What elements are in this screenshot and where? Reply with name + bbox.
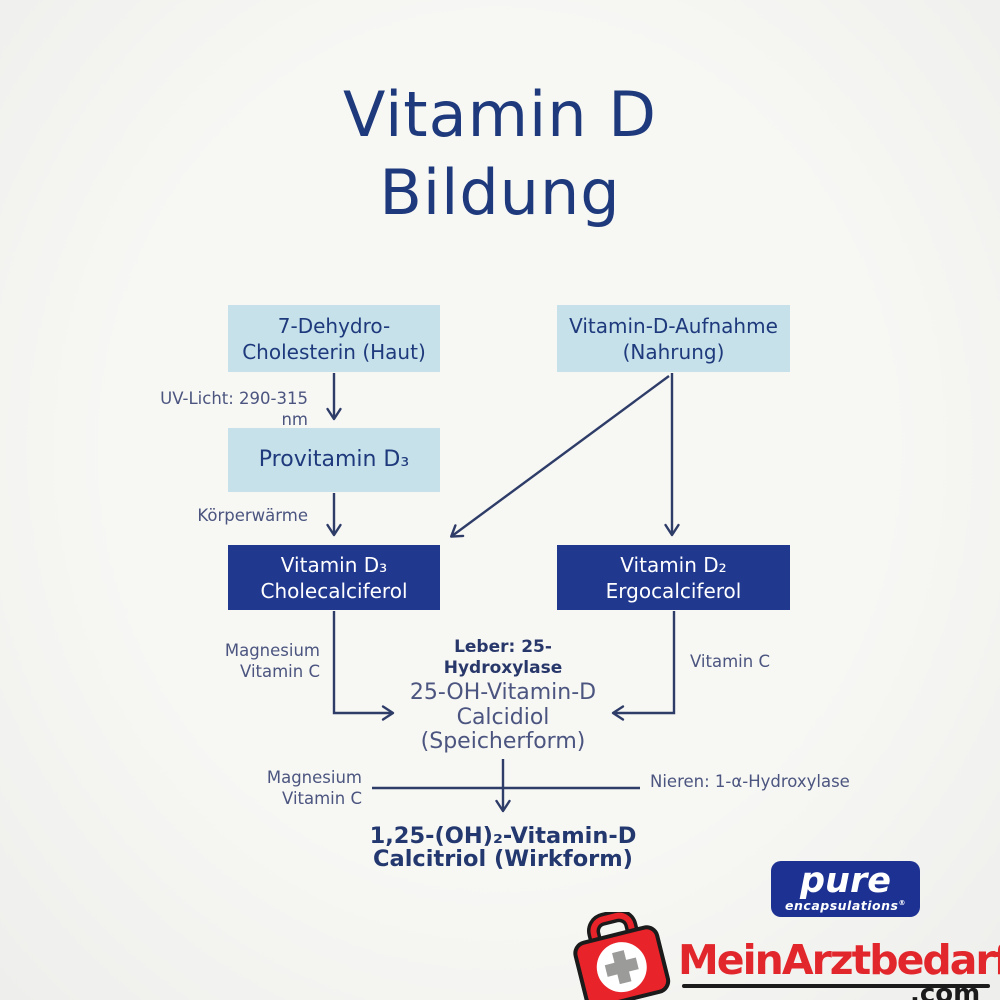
pure-logo-subtext-text: encapsulations [785,898,899,914]
page-title-line2: Bildung [379,156,621,229]
box-7-dehydrocholesterin-line2: Cholesterin (Haut) [242,339,426,364]
first-aid-bag-icon [573,912,671,1000]
box-vitamin-d-aufnahme: Vitamin-D-Aufnahme (Nahrung) [557,305,790,372]
arrow-d2-to-calcidiol [611,611,676,721]
box-provitamin-d3-label: Provitamin D₃ [258,447,410,472]
box-vitamin-d-aufnahme-line2: (Nahrung) [622,339,725,364]
meinarztbedarf-wordmark: MeinArztbedarf [678,936,1000,984]
box-7-dehydrocholesterin-line1: 7-Dehydro- [277,313,391,338]
registered-trademark-symbol: ® [898,899,906,908]
meinarztbedarf-tld: .com [910,979,981,1000]
box-provitamin-d3: Provitamin D₃ [228,428,440,492]
node-calcitriol-line2: Calcitriol (Wirkform) [373,846,633,872]
label-uv-light: UV-Licht: 290-315 nm [160,389,308,429]
label-magnesium-kidney: Magnesium Vitamin C [228,767,362,809]
label-magnesium-liver: Magnesium Vitamin C [180,640,320,682]
box-vitamin-d3: Vitamin D₃ Cholecalciferol [228,545,440,610]
pure-logo-subtext: encapsulations® [785,897,906,912]
box-vitamin-d2-line2: Ergocalciferol [605,578,742,603]
label-magnesium-liver-line2: Vitamin C [240,662,320,681]
box-vitamin-d-aufnahme-line1: Vitamin-D-Aufnahme [569,313,778,338]
label-kidney-hydroxylase: Nieren: 1-α-Hydroxylase [650,772,850,791]
label-liver-hydroxylase: Leber: 25-Hydroxylase [443,637,563,678]
arrow-intake-to-d3 [449,375,670,538]
node-calcidiol-line3: (Speicherform) [420,729,586,754]
label-magnesium-liver-line1: Magnesium [224,641,320,660]
node-calcitriol: 1,25-(OH)₂-Vitamin-D Calcitriol (Wirkfor… [363,825,643,871]
box-vitamin-d2: Vitamin D₂ Ergocalciferol [557,545,790,610]
node-calcidiol-line2: Calcidiol [456,704,550,730]
box-vitamin-d2-line1: Vitamin D₂ [620,552,727,577]
box-vitamin-d3-line2: Cholecalciferol [260,578,408,603]
node-calcidiol-line1: 25-OH-Vitamin-D [409,680,597,705]
label-vitamin-c-right: Vitamin C [690,652,770,671]
arrow-d3-to-calcidiol [332,611,395,721]
node-calcidiol: 25-OH-Vitamin-D Calcidiol (Speicherform) [393,680,613,755]
page-title-line1: Vitamin D [343,78,657,151]
label-body-heat: Körperwärme [197,506,308,525]
label-magnesium-kidney-line2: Vitamin C [282,789,362,808]
meinarztbedarf-underline [682,984,990,988]
pure-encapsulations-logo: pure encapsulations® [771,861,920,917]
label-magnesium-kidney-line1: Magnesium [266,768,362,787]
node-calcitriol-line1: 1,25-(OH)₂-Vitamin-D [369,823,637,849]
pure-logo-wordmark: pure [800,861,891,902]
page-title: Vitamin D Bildung [0,76,1000,232]
box-vitamin-d3-line1: Vitamin D₃ [280,552,388,577]
box-7-dehydrocholesterin: 7-Dehydro- Cholesterin (Haut) [228,305,440,372]
